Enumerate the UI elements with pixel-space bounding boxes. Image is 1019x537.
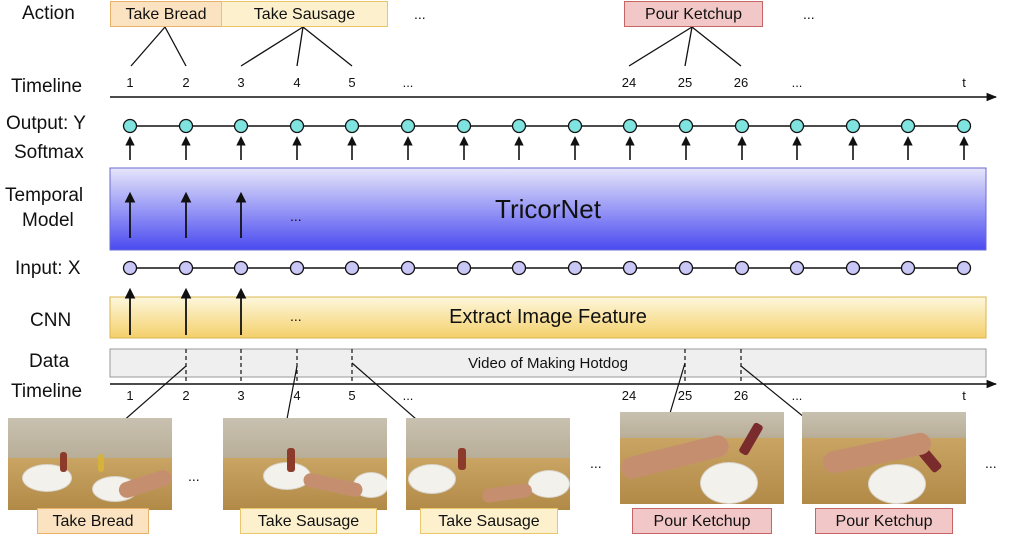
output-node	[511, 118, 527, 134]
data-label: Video of Making Hotdog	[468, 355, 628, 372]
output-node	[734, 118, 750, 134]
timeline-top-tick: ...	[402, 75, 414, 90]
input-node	[511, 260, 527, 276]
timeline-bottom-tick: 25	[677, 388, 693, 403]
timeline-top-tick: t	[962, 75, 966, 90]
output-node	[845, 118, 861, 134]
data-band	[109, 348, 987, 378]
row-label-model: Model	[22, 210, 74, 231]
row-label-timeline-bottom: Timeline	[11, 381, 83, 402]
action-pour-ketchup: Pour Ketchup	[624, 1, 763, 27]
timeline-bottom-tick: 5	[348, 388, 356, 403]
input-node	[289, 260, 305, 276]
output-nodes	[122, 118, 972, 134]
input-node	[956, 260, 972, 276]
action-ellipsis-2: ...	[803, 6, 815, 22]
timeline-bottom-tick: 1	[126, 388, 134, 403]
output-node	[289, 118, 305, 134]
row-label-cnn: CNN	[30, 310, 72, 331]
action-ellipsis-1: ...	[414, 6, 426, 22]
output-node	[344, 118, 360, 134]
output-node	[789, 118, 805, 134]
input-node	[622, 260, 638, 276]
timeline-bottom-tick: 2	[182, 388, 190, 403]
timeline-top-tick: 1	[126, 75, 134, 90]
timeline-top-tick: ...	[791, 75, 803, 90]
input-node	[400, 260, 416, 276]
output-node	[400, 118, 416, 134]
frame-image-4	[620, 412, 784, 504]
timeline-bottom-tick: t	[962, 388, 966, 403]
row-label-input: Input: X	[15, 258, 81, 279]
output-node	[233, 118, 249, 134]
row-label-softmax: Softmax	[14, 142, 84, 163]
temporal-model-label: TricorNet	[495, 194, 601, 224]
input-node	[178, 260, 194, 276]
output-node	[956, 118, 972, 134]
temporal-arrows	[124, 191, 247, 238]
input-node	[122, 260, 138, 276]
output-node	[567, 118, 583, 134]
timeline-top-tick: 4	[293, 75, 301, 90]
cnn-ellipsis: ...	[290, 308, 302, 324]
temporal-model-band	[109, 167, 987, 251]
row-label-action: Action	[22, 3, 75, 24]
timeline-bottom-tick: 3	[237, 388, 245, 403]
timeline-top-tick: 2	[182, 75, 190, 90]
timeline-bottom-tick: 26	[733, 388, 749, 403]
row-label-temporal: Temporal	[5, 185, 84, 206]
frame-caption-1: Take Bread	[37, 508, 149, 534]
frame-image-1	[8, 418, 172, 510]
frame-image-2	[223, 418, 387, 510]
input-node	[734, 260, 750, 276]
frame-caption-4: Pour Ketchup	[632, 508, 772, 534]
input-node	[789, 260, 805, 276]
row-label-data: Data	[29, 351, 70, 372]
output-node	[122, 118, 138, 134]
action-take-sausage: Take Sausage	[221, 1, 388, 27]
cnn-band	[109, 296, 987, 339]
frame-caption-3: Take Sausage	[420, 508, 558, 534]
timeline-bottom-tick: ...	[791, 388, 803, 403]
cnn-label: Extract Image Feature	[449, 306, 647, 328]
output-node	[900, 118, 916, 134]
input-node	[900, 260, 916, 276]
timeline-top-tick: 5	[348, 75, 356, 90]
output-node	[678, 118, 694, 134]
timeline-top-tick: 24	[621, 75, 637, 90]
frame-caption-5: Pour Ketchup	[815, 508, 953, 534]
temporal-ellipsis: ...	[290, 208, 302, 224]
row-label-output: Output: Y	[6, 113, 86, 134]
timeline-top-tick: 25	[677, 75, 693, 90]
timeline-bottom-tick: 4	[293, 388, 301, 403]
input-node	[678, 260, 694, 276]
cnn-arrows	[124, 287, 247, 335]
input-node	[845, 260, 861, 276]
timeline-bottom-tick: ...	[402, 388, 414, 403]
action-connectors	[130, 26, 742, 67]
row-label-timeline-top: Timeline	[11, 76, 83, 97]
output-node	[622, 118, 638, 134]
output-node	[178, 118, 194, 134]
timeline-bottom-tick: 24	[621, 388, 637, 403]
softmax-arrows	[125, 136, 969, 160]
input-node	[233, 260, 249, 276]
input-nodes	[122, 260, 972, 276]
timeline-top-tick: 3	[237, 75, 245, 90]
frame-ellipsis-3: ...	[985, 455, 997, 471]
frame-image-3	[406, 418, 570, 510]
frame-caption-2: Take Sausage	[240, 508, 377, 534]
frame-ellipsis-2: ...	[590, 455, 602, 471]
frame-ellipsis-1: ...	[188, 468, 200, 484]
input-node	[567, 260, 583, 276]
timeline-top-tick: 26	[733, 75, 749, 90]
frame-image-5	[802, 412, 966, 504]
action-take-bread: Take Bread	[110, 1, 222, 27]
input-node	[456, 260, 472, 276]
input-node	[344, 260, 360, 276]
output-node	[456, 118, 472, 134]
